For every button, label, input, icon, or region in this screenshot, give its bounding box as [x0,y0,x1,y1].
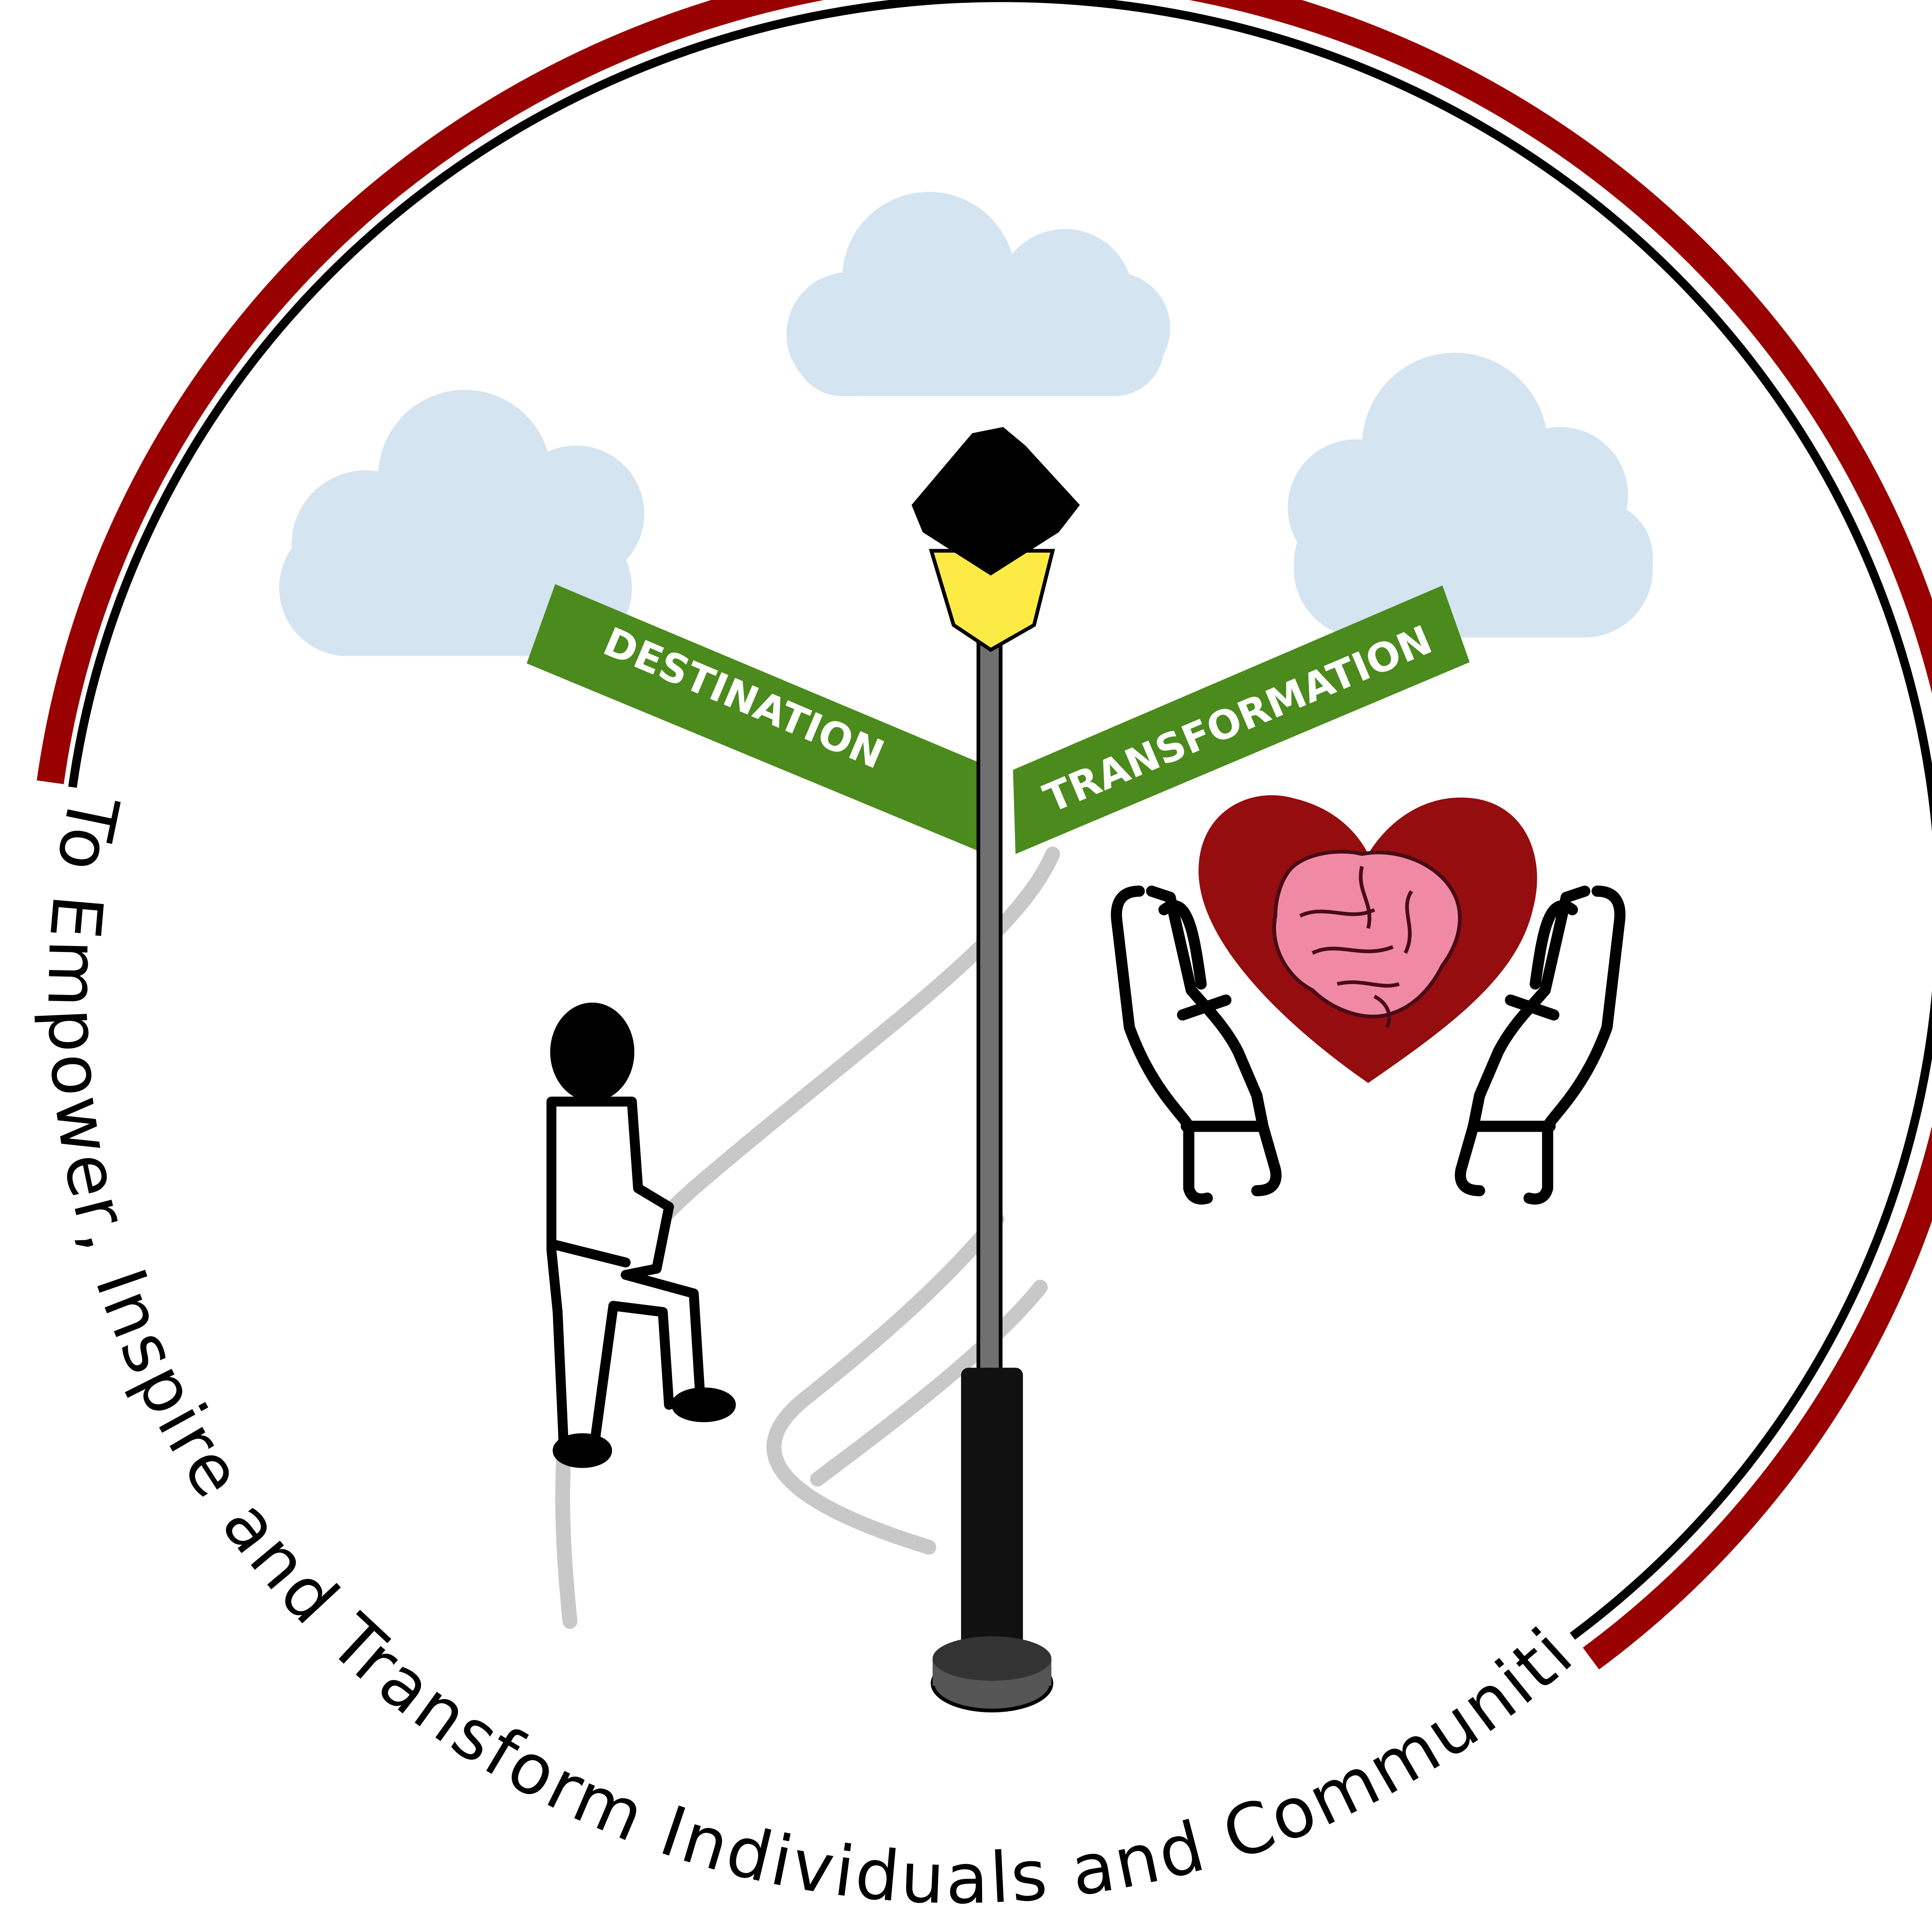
cloud-icon [1288,353,1653,638]
outer-ring [37,0,1932,1670]
open-hands-icon [1111,885,1626,1205]
cloud-icon [787,192,1170,396]
transformation-sign-label: TRANSFORMATION [1037,617,1438,822]
street-lamp-icon [911,427,1080,1713]
destination-sign: DESTINATION [526,584,991,854]
brain-icon [1272,850,1462,1029]
walking-person-icon [546,1002,736,1468]
